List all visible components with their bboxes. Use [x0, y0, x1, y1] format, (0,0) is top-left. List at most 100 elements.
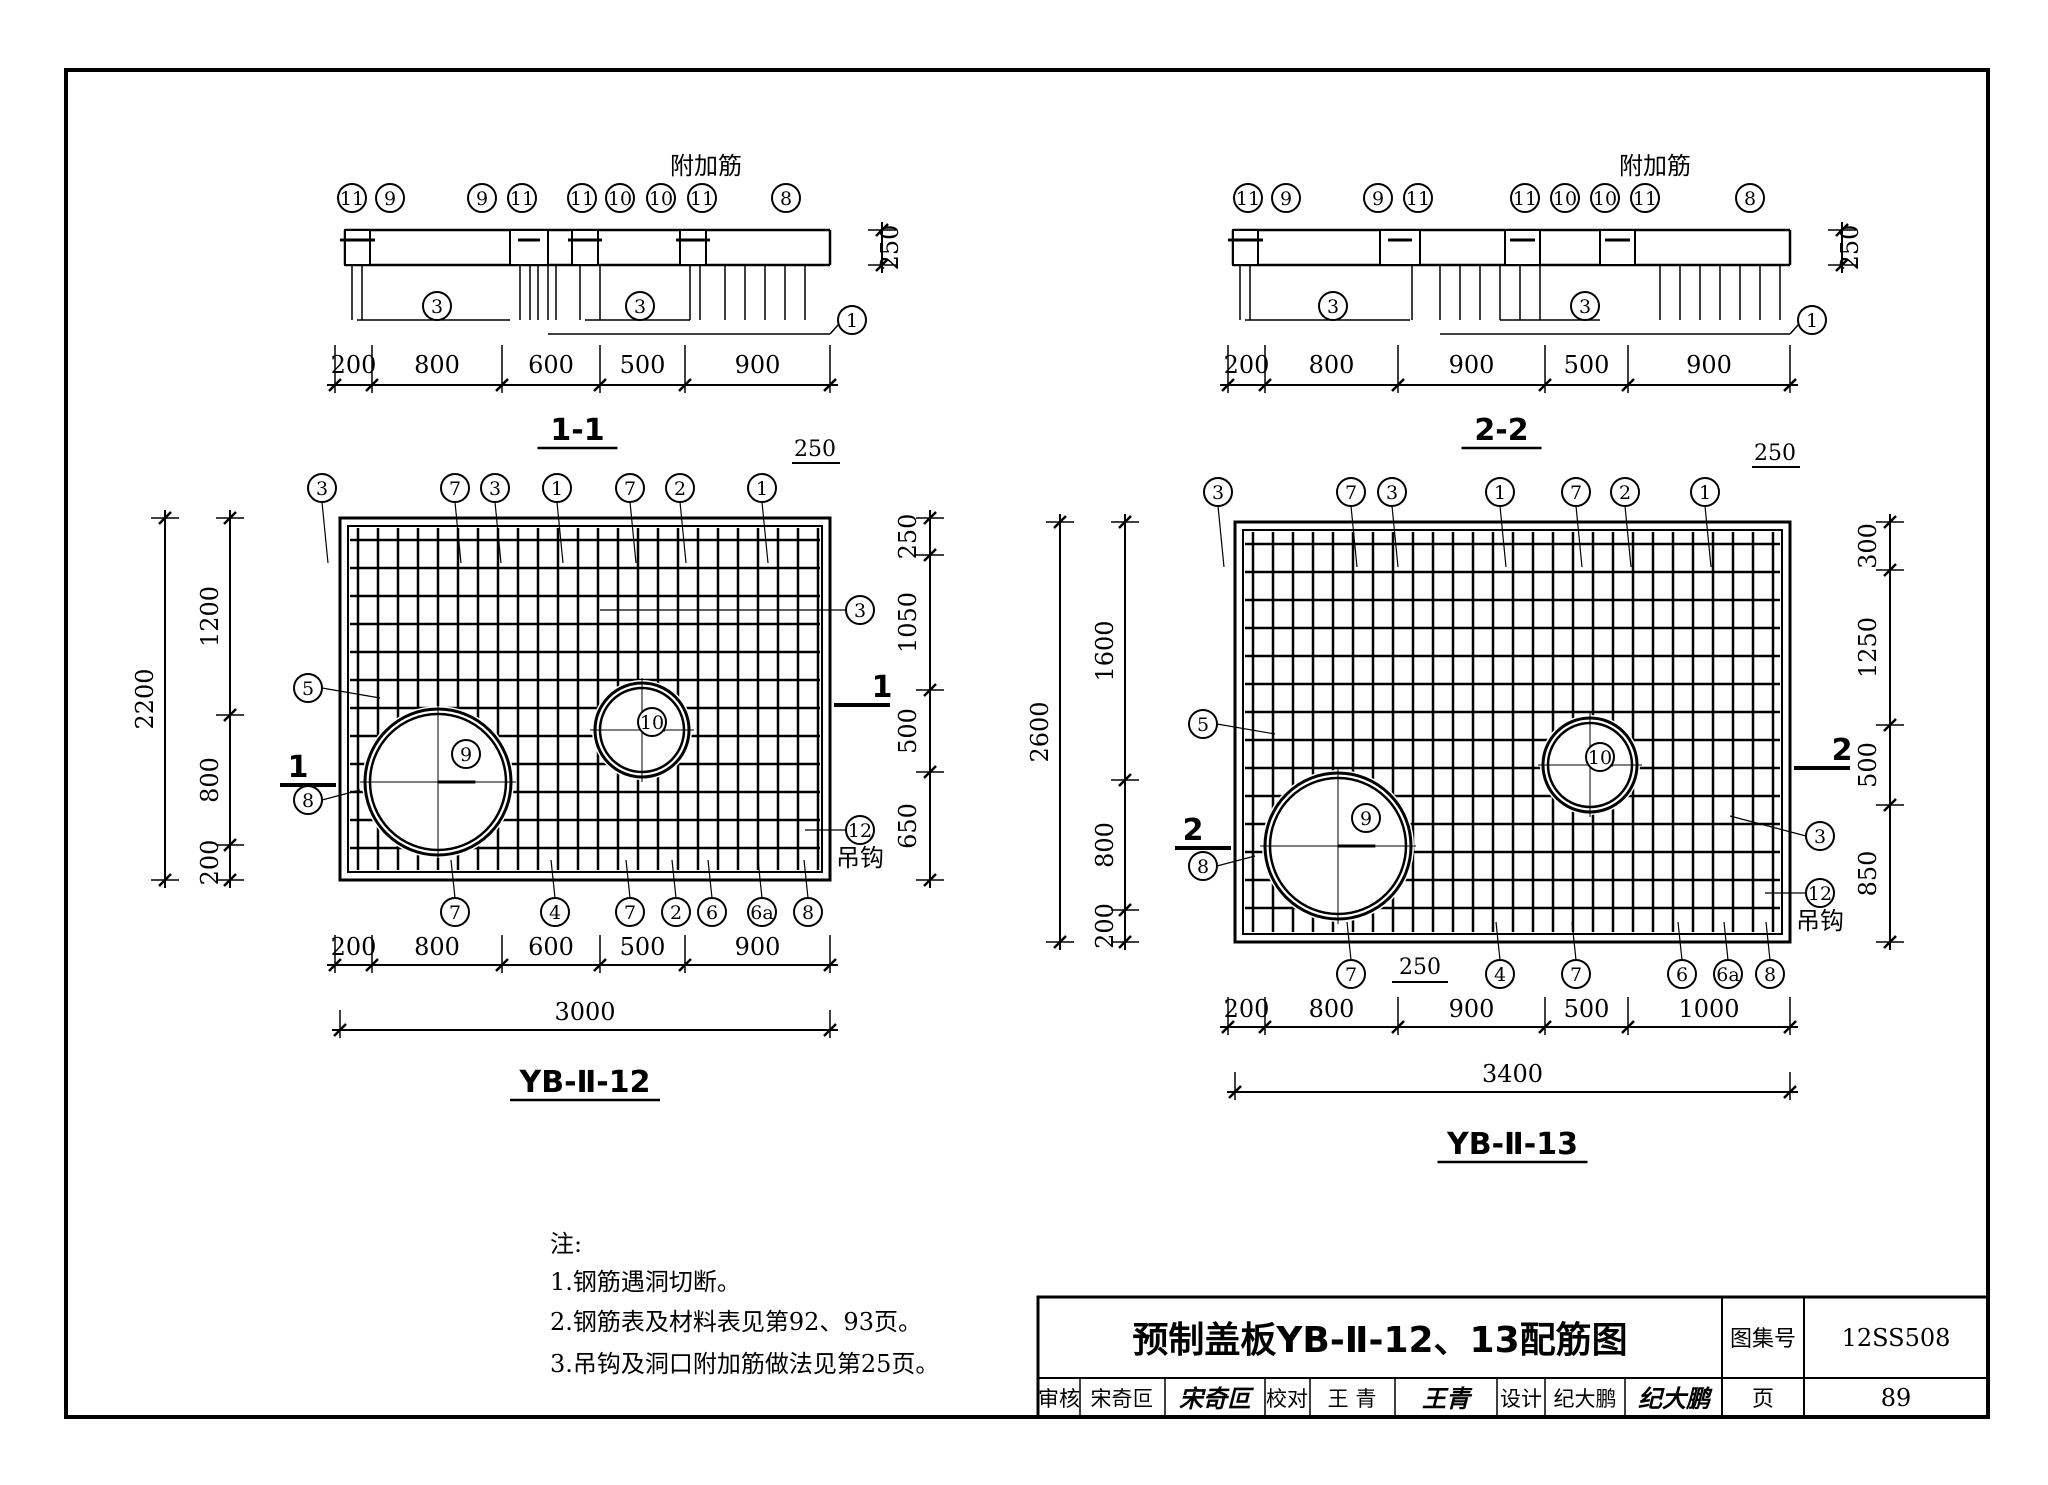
- bar-mark: 11: [567, 183, 597, 213]
- dimension-text: 600: [528, 351, 574, 379]
- bar-mark-circle: [646, 183, 676, 213]
- slab-outline: [338, 516, 832, 882]
- bar-mark-number: 11: [570, 188, 594, 210]
- bar-mark: 12: [1805, 878, 1835, 908]
- dimension-tick: [223, 511, 237, 525]
- dimension-text: 600: [528, 933, 574, 961]
- leader-line: [1704, 505, 1712, 568]
- bar-mark-number: 12: [848, 820, 872, 842]
- slab-outline: [1233, 520, 1792, 944]
- bar-mark: 7: [1561, 959, 1591, 989]
- bar-mark-number: 8: [1744, 188, 1756, 210]
- dimension-text: 300: [1854, 523, 1882, 569]
- dimension-text: 2600: [1026, 701, 1054, 762]
- bar-mark-number: 7: [449, 902, 461, 924]
- dimension-text: 250: [1399, 955, 1441, 980]
- bar-mark-circle: [687, 183, 717, 213]
- dimension-tick: [158, 873, 172, 887]
- page-label: 页: [1752, 1387, 1774, 1412]
- dimension-text: 1200: [196, 586, 224, 647]
- bar-mark-number: 1: [756, 478, 768, 500]
- dimension-tick: [333, 1023, 347, 1037]
- leader-line: [1624, 505, 1632, 568]
- dimension-text: 500: [620, 351, 666, 379]
- leader-line: [757, 859, 763, 899]
- bar-mark-number: 10: [649, 188, 673, 210]
- dimension-tick: [1053, 935, 1067, 949]
- bar-mark-circle: [1233, 183, 1263, 213]
- bar-mark: 8: [1755, 959, 1785, 989]
- dimension-tick: [1621, 378, 1635, 392]
- leader-line: [1723, 921, 1729, 961]
- dimension-text: 1000: [1678, 995, 1739, 1023]
- bar-mark: 11: [1630, 183, 1660, 213]
- leader-line: [707, 859, 713, 899]
- dimension-tick: [223, 873, 237, 887]
- dimension-text: 3000: [554, 998, 615, 1026]
- bar-mark: 3: [1203, 477, 1233, 507]
- bar-mark-number: 8: [780, 188, 792, 210]
- plan-title: YB-Ⅱ-13: [1446, 1127, 1578, 1162]
- bar-mark-number: 8: [1197, 856, 1209, 878]
- dimension-tick: [923, 548, 937, 562]
- section-cut-label: 2: [1832, 733, 1853, 768]
- bar-mark-number: 7: [624, 902, 636, 924]
- bar-mark-circle: [422, 291, 452, 321]
- bar-mark: 6: [1667, 959, 1697, 989]
- bar-mark: 11: [1403, 183, 1433, 213]
- bar-mark-circle: [637, 707, 667, 737]
- dimension-tick: [1221, 1020, 1235, 1034]
- bar-mark-number: 3: [854, 600, 866, 622]
- dimension-tick: [1883, 515, 1897, 529]
- section-hole-cut: [1379, 229, 1421, 266]
- bar-mark: 3: [422, 291, 452, 321]
- bar-mark: 2: [661, 897, 691, 927]
- bar-mark: 10: [605, 183, 635, 213]
- bar-mark-circle: [567, 183, 597, 213]
- bar-mark: 6: [697, 897, 727, 927]
- bar-mark-number: 11: [1406, 188, 1430, 210]
- bar-mark-circle: [1363, 183, 1393, 213]
- dimension-text: 200: [1224, 995, 1270, 1023]
- bar-mark-number: 3: [1327, 296, 1339, 318]
- reviewer-name: 宋奇叵: [1091, 1387, 1154, 1411]
- section-hole-cut: [344, 229, 371, 266]
- bar-mark-number: 6a: [1716, 964, 1739, 986]
- bar-mark-number: 9: [1360, 808, 1372, 830]
- bar-mark-number: 7: [1570, 964, 1582, 986]
- bar-mark-number: 2: [670, 902, 682, 924]
- dimension-tick: [495, 378, 509, 392]
- leader-line: [1391, 505, 1399, 568]
- designer-signature: 纪大鹏: [1638, 1384, 1713, 1413]
- dimension-tick: [1228, 1085, 1242, 1099]
- dimension-tick: [1118, 515, 1132, 529]
- dimension-tick: [923, 511, 937, 525]
- check-label: 校对: [1266, 1387, 1308, 1411]
- dimension-tick: [1118, 773, 1132, 787]
- bar-mark-number: 2: [1619, 482, 1631, 504]
- section-title: 2-2: [1474, 413, 1528, 448]
- bar-mark: 7: [615, 473, 645, 503]
- leader-line: [1217, 505, 1225, 568]
- bar-mark-number: 3: [634, 296, 646, 318]
- dimension-text: 900: [1686, 351, 1732, 379]
- section-hole-cut: [571, 229, 599, 266]
- dimension-tick: [1835, 223, 1849, 237]
- section-hole-cut: [679, 229, 707, 266]
- bar-mark: 10: [646, 183, 676, 213]
- section-hole-cut: [1504, 229, 1541, 266]
- bar-mark-number: 9: [1280, 188, 1292, 210]
- dimension-tick: [328, 378, 342, 392]
- bar-mark: 9: [1363, 183, 1393, 213]
- bar-mark-number: 4: [549, 902, 561, 924]
- atlas-label: 图集号: [1730, 1327, 1796, 1352]
- leader-line: [1216, 855, 1256, 867]
- bar-mark-circle: [337, 183, 367, 213]
- dimension-tick: [1538, 1020, 1552, 1034]
- dimension-text: 800: [1309, 351, 1355, 379]
- bar-mark: 2: [1610, 477, 1640, 507]
- hook-label: 吊钩: [836, 844, 884, 872]
- dimension-tick: [923, 683, 937, 697]
- dimension-tick: [365, 958, 379, 972]
